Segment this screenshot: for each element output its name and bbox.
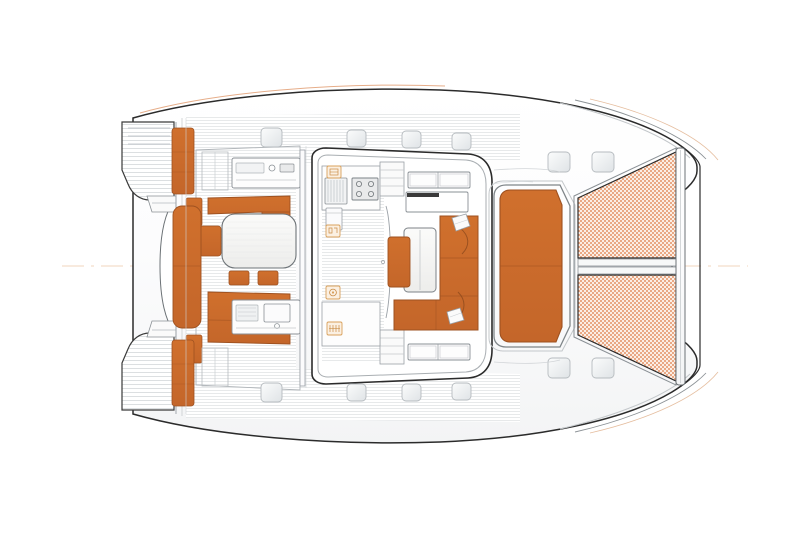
- side-deck-sunpads: [171, 127, 202, 407]
- sheer-accent-upper: [589, 98, 719, 161]
- companionway-steps-fwd: [379, 329, 405, 365]
- boarding-steps-port: [146, 195, 177, 213]
- bar-tap: [274, 323, 280, 329]
- throw-pillow-2: [446, 307, 465, 325]
- settee-backrest-1: [459, 227, 469, 255]
- deck-detail-lines: [185, 118, 561, 414]
- deck-hatch[interactable]: [401, 130, 422, 149]
- saloon-armchair: [387, 236, 411, 288]
- sheer-accent-lower: [589, 371, 719, 434]
- forward-cockpit-outer: [488, 180, 576, 352]
- cockpit-dining-table: [221, 213, 297, 269]
- transom-shoulder: [159, 199, 175, 334]
- deck-hatch[interactable]: [346, 129, 367, 148]
- forward-cockpit-coaming: [493, 184, 571, 348]
- console-panel-2: [279, 163, 295, 173]
- bbq-grill: [235, 304, 259, 322]
- structural-post-aft: [299, 149, 306, 387]
- burner-2: [367, 180, 374, 187]
- table-grain: [226, 221, 292, 259]
- boarding-steps-starboard: [146, 320, 177, 338]
- forward-cockpit-group: [488, 180, 576, 352]
- cockpit-stool-1: [228, 270, 250, 286]
- stern-platform-group: [121, 118, 183, 416]
- bow-walkway-upper: [577, 258, 677, 267]
- burner-3: [355, 190, 362, 197]
- galley-group: [321, 161, 405, 365]
- cockpit-side-cushion: [198, 225, 222, 257]
- deck-hatch[interactable]: [401, 383, 422, 402]
- deck-hatch[interactable]: [591, 357, 615, 379]
- bow-walkway-lower: [577, 266, 677, 275]
- sheer-line-upper-2: [574, 99, 707, 160]
- sheer-line-lower-2: [574, 372, 707, 433]
- refrigerator-fins: [327, 180, 344, 202]
- deck-hatches: [260, 127, 615, 403]
- saloon-furniture: [387, 171, 479, 361]
- saloon-cabinet-fwd: [407, 343, 471, 361]
- stair-post: [381, 260, 385, 264]
- deck-hatch[interactable]: [260, 382, 283, 403]
- cockpit-stool-2: [257, 270, 279, 286]
- console-panel-1: [235, 162, 265, 174]
- deck-hatch[interactable]: [451, 382, 472, 401]
- deck-seam-2: [493, 359, 561, 364]
- deck-seam-5: [491, 181, 534, 185]
- trampoline-frame: [573, 147, 677, 386]
- wet-bar-sink: [263, 303, 291, 323]
- deck-hatch[interactable]: [451, 132, 472, 151]
- deck-hatch[interactable]: [547, 357, 571, 379]
- stern-platform-port: [121, 121, 175, 201]
- grill-icon: [326, 321, 343, 336]
- deck-hatch[interactable]: [346, 383, 367, 402]
- trampoline-group: [573, 147, 686, 386]
- saloon-cabinet-aft: [407, 171, 471, 189]
- cockpit-service-units: [201, 149, 306, 387]
- deck-hatch[interactable]: [591, 151, 615, 173]
- throw-pillow-1: [451, 213, 471, 232]
- winch-icon-port: [325, 285, 341, 300]
- burner-1: [355, 180, 362, 187]
- deck-pad-lower: [171, 339, 195, 407]
- stern-platform-starboard: [121, 332, 175, 411]
- cooktop: [351, 177, 379, 201]
- galley-counter-fwd: [321, 301, 381, 347]
- locker-icon: [326, 165, 342, 179]
- nav-desk-edge: [407, 193, 439, 197]
- companionway-steps: [379, 161, 405, 197]
- sidedeck-cushion-port: [172, 205, 202, 329]
- deck-pad-upper: [171, 127, 195, 195]
- deck-edge-accent-aft: [139, 84, 446, 114]
- aft-lockers: [201, 151, 229, 387]
- deck-seam-1: [493, 168, 561, 173]
- grill-bars: [238, 307, 256, 317]
- bow-transom: [671, 139, 701, 393]
- helm-wheel-port: [268, 164, 276, 172]
- burner-4: [367, 190, 374, 197]
- appliance-icon: [325, 224, 341, 238]
- deck-hatch[interactable]: [547, 151, 571, 173]
- deck-hatch[interactable]: [260, 127, 283, 148]
